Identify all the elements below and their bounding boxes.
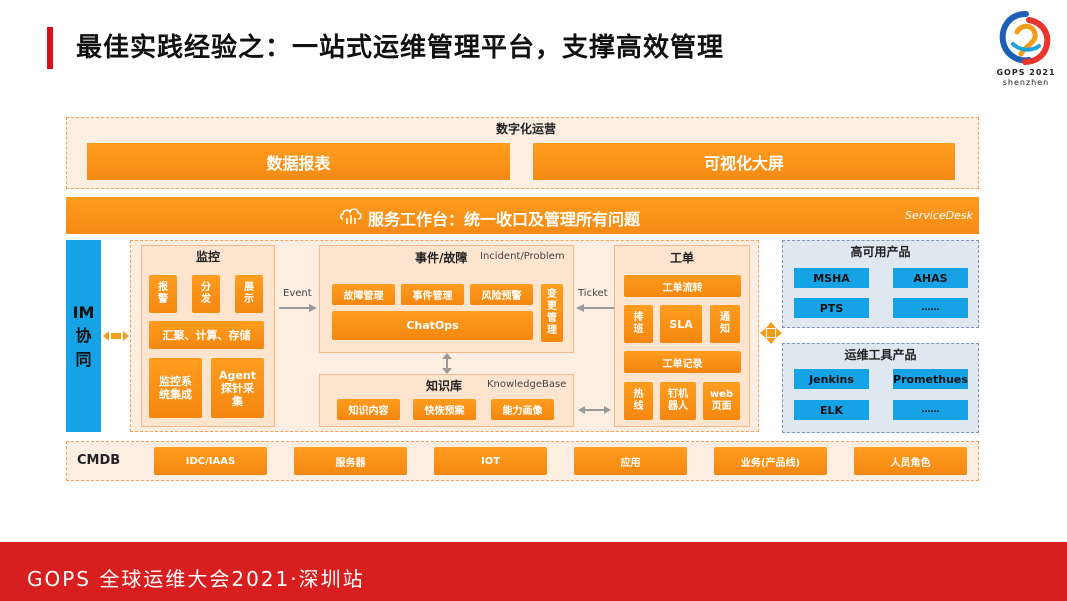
block-text: 报	[158, 282, 168, 293]
ticket-arrow	[576, 298, 614, 312]
pts-block: PTS	[794, 298, 869, 318]
cmdb-server-block: 服务器	[294, 447, 407, 475]
block-text: 变	[547, 289, 557, 300]
block-text: web	[709, 389, 734, 400]
hotline-block: 热 线	[624, 382, 653, 420]
ahas-block: AHAS	[893, 268, 968, 288]
block-text: 警	[158, 294, 168, 305]
workorder-title: 工单	[669, 250, 694, 265]
service-desk-icon	[339, 205, 363, 225]
monitor-alert-block: 报 警	[149, 275, 177, 313]
event-arrow	[279, 298, 317, 312]
block-text: 探针采	[221, 381, 254, 395]
cmdb-label: CMDB	[77, 453, 121, 468]
block-text: 班	[633, 324, 644, 335]
products-connector-icon	[760, 322, 782, 344]
visual-screen-block: 可视化大屏	[533, 143, 955, 180]
incident-knowledge-arrow	[441, 353, 453, 374]
block-text: 管	[547, 313, 557, 324]
im-collab-block: IM 协 同	[66, 240, 101, 432]
capability-profile-block: 能力画像	[491, 399, 554, 420]
block-text: 集	[232, 394, 243, 408]
block-text: 更	[547, 301, 557, 312]
knowledge-content-block: 知识内容	[337, 399, 400, 420]
monitor-agent-block: Agent 探针采 集	[211, 358, 264, 418]
block-text: 知	[720, 324, 730, 335]
msha-block: MSHA	[794, 268, 869, 288]
page-title: 最佳实践经验之：一站式运维管理平台，支撑高效管理	[76, 33, 725, 63]
workorder-record-block: 工单记录	[624, 351, 741, 373]
block-text: 理	[547, 325, 557, 336]
digital-ops-label: 数字化运营	[495, 121, 556, 136]
cmdb-roles-block: 人员角色	[854, 447, 967, 475]
block-text: Agent	[219, 368, 256, 382]
block-text: 示	[244, 294, 254, 305]
cmdb-business-block: 业务(产品线)	[714, 447, 827, 475]
footer-text: GOPS 全球运维大会2021·深圳站	[27, 567, 365, 591]
block-text: 发	[201, 294, 211, 305]
service-desk-label: 服务工作台：统一收口及管理所有问题	[368, 210, 641, 229]
block-text: 监控系	[159, 375, 192, 388]
data-report-block: 数据报表	[87, 143, 510, 180]
gops-logo	[995, 10, 1057, 90]
block-text: 线	[633, 401, 644, 412]
logo-text-city: shenzhen	[1002, 78, 1050, 87]
jenkins-block: Jenkins	[794, 369, 869, 389]
block-text: 器人	[668, 401, 688, 412]
recovery-plan-block: 快恢预案	[413, 399, 476, 420]
chatops-block: ChatOps	[332, 311, 533, 340]
im-char: IM	[72, 302, 95, 322]
cmdb-idc-block: IDC/IAAS	[154, 447, 267, 475]
monitor-dispatch-block: 分 发	[192, 275, 220, 313]
block-text: 钉机	[668, 389, 688, 400]
workorder-flow-block: 工单流转	[624, 275, 741, 297]
sla-block: SLA	[660, 305, 702, 343]
monitor-aggregate-block: 汇聚、计算、存储	[149, 321, 264, 349]
event-mgmt-block: 事件管理	[401, 284, 464, 305]
monitor-display-block: 展 示	[235, 275, 263, 313]
dingtalk-bot-block: 钉机 器人	[660, 382, 696, 420]
ha-products-title: 高可用产品	[850, 244, 911, 259]
web-page-block: web 页面	[703, 382, 740, 420]
ops-tools-title: 运维工具产品	[844, 347, 917, 362]
im-char: 同	[75, 349, 92, 369]
block-text: 分	[201, 282, 211, 293]
service-desk-bar	[66, 197, 979, 234]
ha-more-block: ……	[893, 298, 968, 318]
block-text: 页面	[711, 401, 732, 412]
elk-block: ELK	[794, 400, 869, 420]
event-arrow-label: Event	[283, 288, 312, 299]
cmdb-app-block: 应用	[574, 447, 687, 475]
knowledge-title: 知识库	[426, 379, 463, 393]
risk-warning-block: 风险预警	[470, 284, 533, 305]
tools-more-block: ……	[893, 400, 968, 420]
knowledge-tag: KnowledgeBase	[487, 379, 567, 390]
change-mgmt-block: 变 更 管 理	[541, 284, 563, 342]
schedule-block: 排 班	[624, 305, 653, 343]
service-desk-tag: ServiceDesk	[905, 209, 973, 222]
block-text: 排	[633, 312, 644, 323]
notify-block: 通 知	[710, 305, 740, 343]
title-accent-bar	[47, 27, 53, 69]
cmdb-iot-block: IOT	[434, 447, 547, 475]
incident-tag: Incident/Problem	[480, 251, 565, 262]
incident-title: 事件/故障	[415, 251, 468, 265]
block-text: 统集成	[159, 388, 192, 401]
monitor-title: 监控	[195, 249, 220, 264]
block-text: 通	[720, 312, 730, 323]
fault-mgmt-block: 故障管理	[332, 284, 395, 305]
block-text: 展	[244, 282, 254, 293]
logo-text-gops: GOPS 2021	[996, 68, 1056, 77]
gops-logo-icon	[999, 11, 1051, 65]
prometheus-block: Promethues	[893, 369, 968, 389]
monitor-integration-block: 监控系 统集成	[149, 358, 202, 418]
im-link-arrow	[103, 328, 129, 342]
footer-bar	[0, 542, 1067, 601]
im-char: 协	[75, 325, 92, 345]
block-text: 热	[633, 389, 644, 400]
knowledge-workorder-arrow	[578, 400, 611, 414]
ticket-arrow-label: Ticket	[578, 288, 608, 299]
